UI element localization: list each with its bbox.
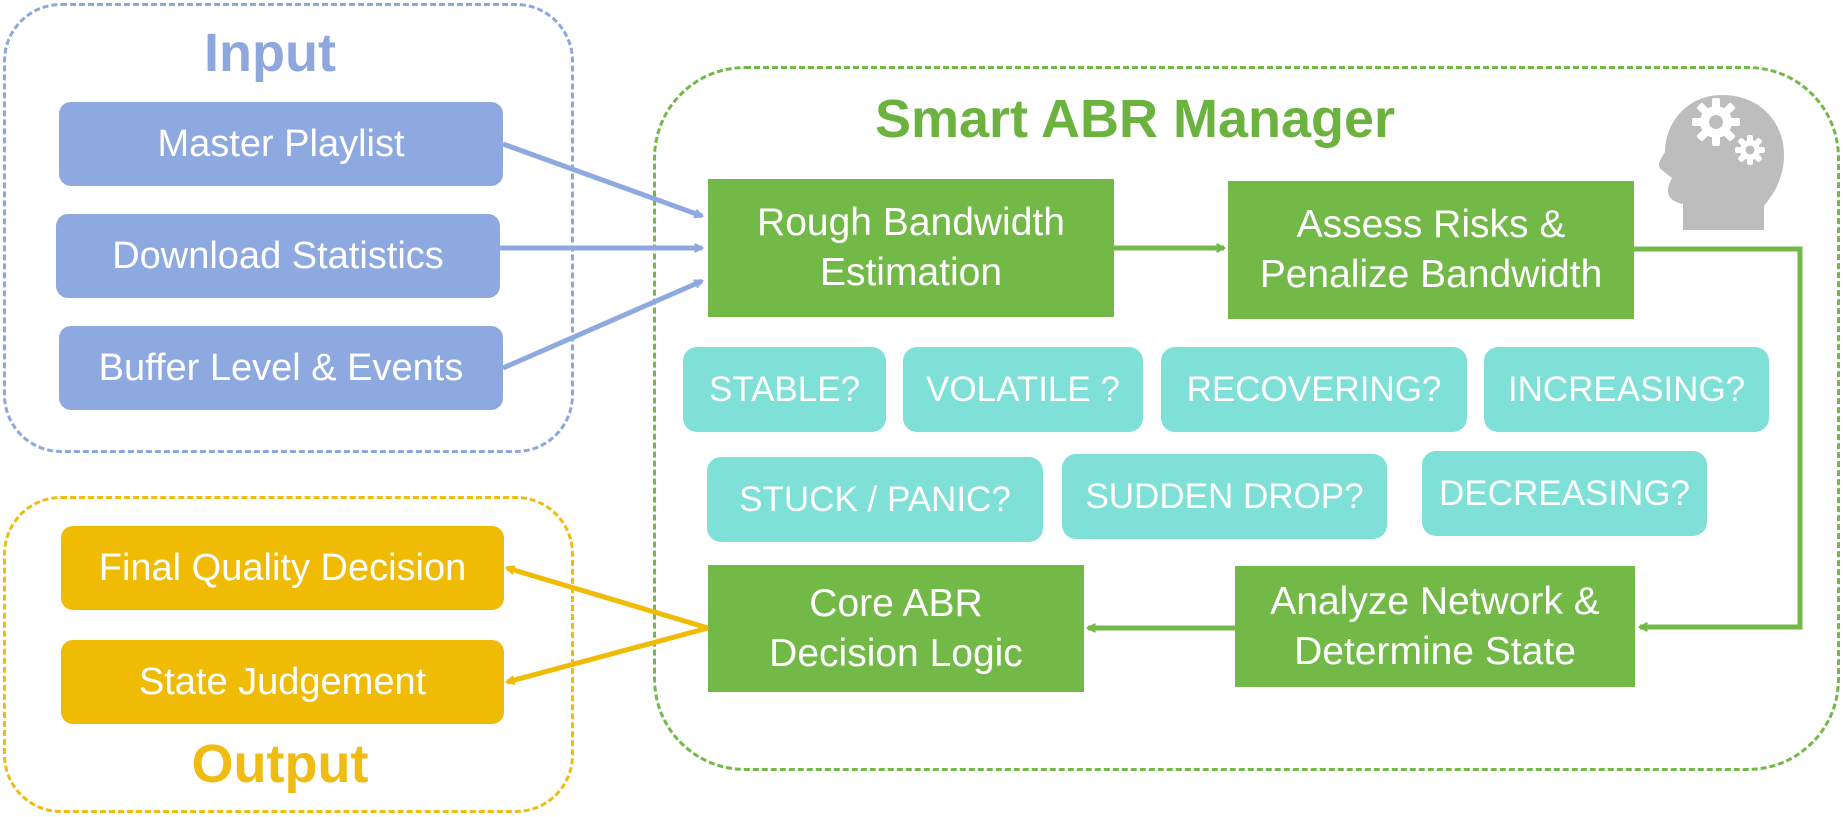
output-arrows: [507, 568, 709, 682]
arrow-buffer-level: [501, 278, 702, 371]
input-master-playlist: Master Playlist: [59, 102, 503, 186]
step-assess-risks-line1: Assess Risks &: [1296, 203, 1566, 247]
output-state-judgement: State Judgement: [61, 640, 504, 724]
input-download-statistics: Download Statistics: [56, 214, 500, 298]
step-analyze-network-line2: Determine State: [1294, 629, 1576, 673]
input-group: [3, 3, 574, 453]
smart-abr-manager-group: [653, 66, 1840, 771]
arrow-to-state-judgement: [507, 625, 709, 682]
state-stuck-panic: STUCK / PANIC?: [707, 457, 1043, 542]
output-final-quality-decision: Final Quality Decision: [61, 526, 504, 610]
step-assess-risks-line2: Penalize Bandwidth: [1259, 253, 1603, 296]
state-volatile: VOLATILE ?: [903, 347, 1143, 432]
step-core-abr-decision-logic: Core ABR Decision Logic: [708, 565, 1084, 692]
step-core-logic-line2: Decision Logic: [769, 631, 1023, 675]
input-title: Input: [204, 23, 336, 83]
input-arrows: [500, 141, 702, 371]
state-recovering: RECOVERING?: [1161, 347, 1467, 432]
state-sudden-drop: SUDDEN DROP?: [1062, 454, 1387, 539]
state-increasing: INCREASING?: [1484, 347, 1769, 432]
manager-title: Smart ABR Manager: [874, 89, 1396, 149]
output-title: Output: [191, 734, 369, 794]
step-core-logic-line1: Core ABR: [809, 581, 983, 625]
step-analyze-network-line1: Analyze Network &: [1270, 579, 1600, 623]
output-group: [3, 496, 574, 813]
head-with-gears-icon: [1658, 95, 1784, 230]
step-assess-risks: Assess Risks & Penalize Bandwidth: [1228, 181, 1634, 319]
process-arrows: [1088, 246, 1803, 628]
step-rough-bandwidth-line2: Estimation: [819, 251, 1003, 294]
step-analyze-network: Analyze Network & Determine State: [1235, 566, 1635, 687]
step-rough-bandwidth-line1: Rough Bandwidth: [757, 201, 1065, 245]
state-decreasing: DECREASING?: [1422, 451, 1707, 536]
arrow-to-final-quality: [507, 568, 709, 631]
input-buffer-level-events: Buffer Level & Events: [59, 326, 503, 410]
arrow-master-playlist: [502, 141, 702, 219]
state-stable: STABLE?: [683, 347, 886, 432]
arrow-assess-to-analyze: [1634, 246, 1803, 627]
